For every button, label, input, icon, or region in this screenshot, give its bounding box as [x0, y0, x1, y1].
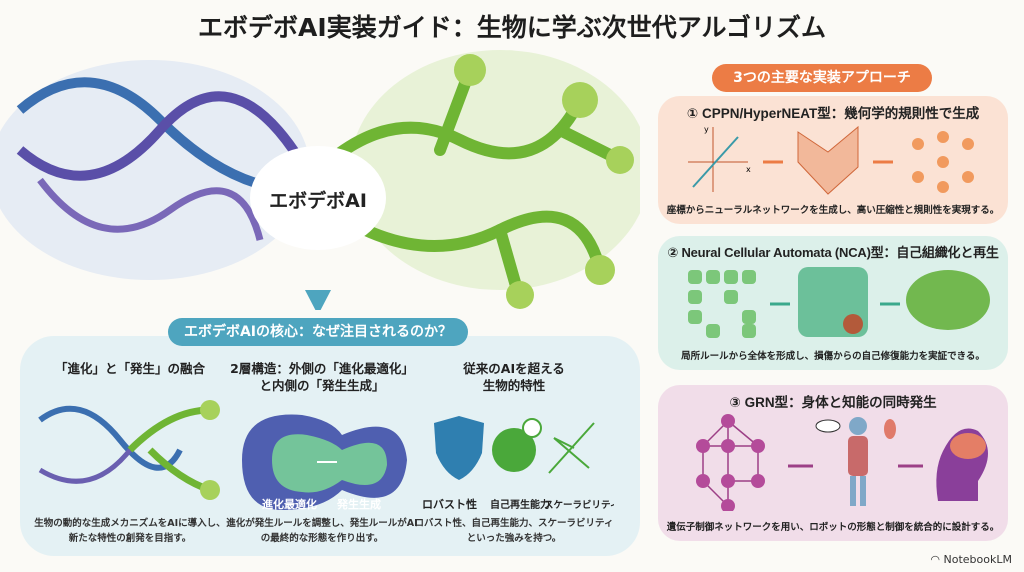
core-column-fusion: 「進化」と「発生」の融合 生物の動的な生成メカニズムをAIに導入し、新たな特性の… [30, 360, 230, 544]
approach-title: ③ GRN型：身体と知能の同時発生 [729, 395, 937, 410]
column-title-line2: と内側の「発生生成」 [259, 378, 385, 393]
axis-x-label: x [746, 165, 751, 174]
neural-network-icon [912, 131, 974, 193]
regeneration-icon [492, 428, 536, 472]
trait-robustness: ロバスト性 [422, 497, 477, 511]
brand-label: NotebookLM [943, 553, 1012, 566]
approach-grn: ③ GRN型：身体と知能の同時発生 遺伝子制御ネットワークを用い、ロボットの形態… [658, 385, 1008, 541]
hero-label: エボデボAI [269, 190, 367, 212]
approach-title: ① CPPN/HyperNEAT型：幾何学的規則性で生成 [686, 106, 980, 121]
shield-icon [434, 416, 484, 480]
approach-title: ② Neural Cellular Automata (NCA)型：自己組織化と… [667, 245, 999, 260]
eye-icon [815, 419, 841, 433]
approach-nca: ② Neural Cellular Automata (NCA)型：自己組織化と… [658, 236, 1008, 370]
trait-scalability: スケーラビリティ [544, 499, 614, 511]
geometry-mesh-icon [797, 125, 859, 195]
nca-illustration [688, 267, 990, 338]
approaches-header: 3つの主要な実装アプローチ [712, 64, 932, 92]
traits-icons: ロバスト性 自己再生能力 スケーラビリティ [422, 416, 614, 511]
inner-label-development: 発生生成 [336, 497, 381, 511]
dna-branch-icon [38, 400, 220, 500]
robot-body-icon [848, 417, 868, 506]
column-title: 「進化」と「発生」の融合 [54, 361, 205, 376]
cell-grid-icon [688, 270, 756, 338]
scalability-network-icon [548, 422, 595, 474]
two-layer-diagram: 進化最適化 発生生成 [242, 414, 407, 511]
notebooklm-brand: ◠ NotebookLM [930, 553, 1012, 566]
axis-y-label: y [704, 125, 709, 134]
core-column-traits: 従来のAIを超える生物的特性 ロバスト性 自己再生能力 スケーラビリティ ロバス… [414, 360, 614, 544]
ear-icon [884, 419, 896, 439]
grn-illustration [696, 414, 988, 511]
column-description: ロバスト性、自己再生能力、スケーラビリティといった強みを持つ。 [414, 518, 614, 544]
core-header: エボデボAIの核心：なぜ注目されるのか？ [168, 318, 468, 346]
approach-cppn: ① CPPN/HyperNEAT型：幾何学的規則性で生成 y x 座標からニュー… [658, 96, 1008, 224]
trait-self-repair: 自己再生能力 [490, 498, 550, 511]
hero-illustration [0, 50, 640, 310]
column-title-line2: 生物的特性 [482, 378, 546, 393]
core-column-structure: 2層構造：外側の「進化最適化」と内側の「発生生成」 進化最適化 発生生成 進化が… [222, 360, 422, 544]
regenerated-organism-icon [906, 270, 990, 330]
column-description: 生物の動的な生成メカニズムをAIに導入し、新たな特性の創発を目指す。 [34, 518, 226, 544]
approach-description: 座標からニューラルネットワークを生成し、高い圧縮性と規則性を実現する。 [666, 205, 1000, 216]
gene-network-icon [702, 420, 759, 507]
approach-description: 遺伝子制御ネットワークを用い、ロボットの形態と制御を統合的に設計する。 [666, 522, 1000, 533]
cppn-illustration: y x [688, 125, 974, 195]
page-title: エボデボAI実装ガイド：生物に学ぶ次世代アルゴリズム [198, 13, 826, 42]
inner-label-evolution: 進化最適化 [262, 497, 317, 511]
column-description: 進化が発生ルールを調整し、発生ルールがAIの最終的な形態を作り出す。 [226, 518, 418, 544]
approach-description: 局所ルールから全体を形成し、損傷からの自己修復能力を実証できる。 [681, 351, 985, 362]
column-title-line1: 従来のAIを超える [463, 361, 565, 376]
column-title-line1: 2層構造：外側の「進化最適化」 [230, 361, 414, 376]
